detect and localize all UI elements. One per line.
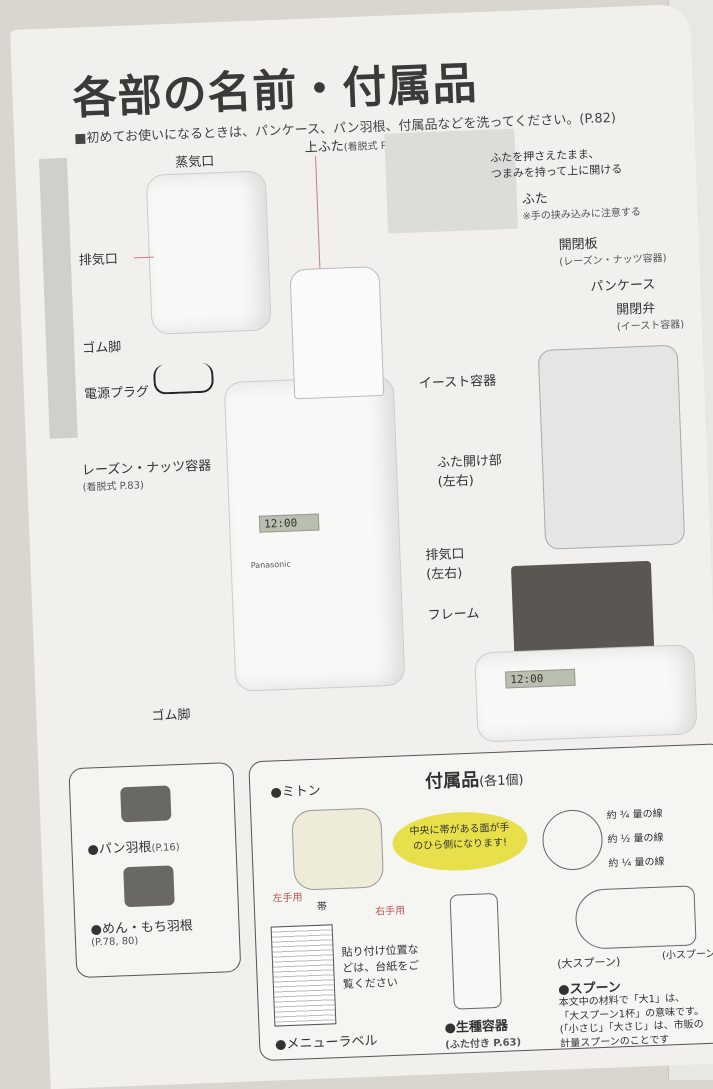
mitten-image	[291, 807, 385, 891]
label-open-valve: 開閉弁(イースト容器)	[615, 301, 685, 333]
open-lid-interior	[537, 344, 686, 550]
menu-label-image	[270, 924, 337, 1027]
menu-label-label: ●メニューラベル	[274, 1033, 378, 1053]
right-hand-label: 右手用	[374, 905, 406, 918]
noodle-blade-label: ●めん・もち羽根(P.78, 80)	[90, 918, 194, 949]
spoon-detail-circle	[541, 808, 604, 872]
small-spoon-label: (小スプーン)	[661, 948, 713, 962]
label-rubber-feet-2: ゴム脚	[151, 707, 191, 725]
label-placement-note: 貼り付け位置などは、台紙をご覧ください	[341, 942, 420, 991]
mitten-label: ●ミトン	[270, 783, 322, 801]
open-top-lid	[289, 265, 385, 400]
side-tab	[38, 157, 78, 439]
left-hand-label: 左手用	[272, 892, 303, 905]
line-half: 約 ½ 量の線	[607, 832, 664, 846]
band-label: 帯	[316, 901, 328, 913]
label-raisin-container: レーズン・ナッツ容器(着脱式 P.83)	[81, 458, 212, 494]
label-power-plug: 電源プラグ	[83, 384, 150, 403]
bread-blade-label: ●パン羽根(P.16)	[87, 840, 180, 858]
brand-logo: Panasonic	[250, 559, 291, 571]
label-open-plate: 開閉板(レーズン・ナッツ容器)	[558, 236, 667, 269]
power-cord	[152, 362, 215, 395]
machine-open-illustration	[474, 644, 698, 743]
label-exhaust-lr: 排気口(左右)	[425, 546, 465, 583]
blades-box: ●パン羽根(P.16) ●めん・もち羽根(P.78, 80)	[68, 761, 242, 979]
bread-blade-image	[120, 785, 172, 823]
label-yeast-container: イースト容器	[418, 373, 497, 392]
label-steam-vent: 蒸気口	[174, 154, 215, 171]
manual-page: 各部の名前・付属品 ■初めてお使いになるときは、パンケース、パン羽根、付属品など…	[10, 3, 713, 1089]
line-quarter: 約 ¼ 量の線	[608, 856, 665, 870]
starter-container-image	[449, 892, 502, 1010]
label-frame: フレーム	[427, 606, 480, 624]
machine-closed-illustration	[145, 170, 272, 335]
line-three-quarter: 約 ¾ 量の線	[606, 808, 663, 822]
mitten-tip-bubble: 中央に帯がある面が手のひら側になります!	[391, 809, 529, 873]
lid-instruction: ふたを押さえたまま、つまみを持って上に開ける	[490, 147, 623, 181]
starter-container-label: ●生種容器(ふた付き P.63)	[444, 1018, 522, 1052]
lcd-display-2: 12:00	[504, 668, 576, 689]
label-lid-opener: ふた開け部(左右)	[436, 453, 503, 490]
leader-line	[315, 156, 321, 277]
big-spoon-label: (大スプーン)	[557, 955, 621, 971]
lcd-display: 12:00	[258, 513, 320, 533]
spoon-description: 本文中の材料で「大1」は、 「大スプーン1杯」の意味です。 (「小さじ」「大さじ…	[558, 992, 705, 1050]
accessories-box: 付属品(各1個) ●ミトン 左手用 帯 右手用 中央に帯がある面が手のひら側にな…	[248, 743, 713, 1062]
spoon-image	[574, 885, 697, 950]
label-rubber-feet: ゴム脚	[82, 339, 122, 357]
label-lid: ふた※手の挟み込みに注意する	[521, 191, 642, 223]
label-bread-case: パンケース	[590, 277, 656, 295]
noodle-blade-image	[123, 865, 175, 908]
label-exhaust: 排気口	[78, 252, 119, 269]
accessories-title: 付属品(各1個)	[424, 769, 524, 793]
machine-main-illustration	[223, 375, 406, 692]
